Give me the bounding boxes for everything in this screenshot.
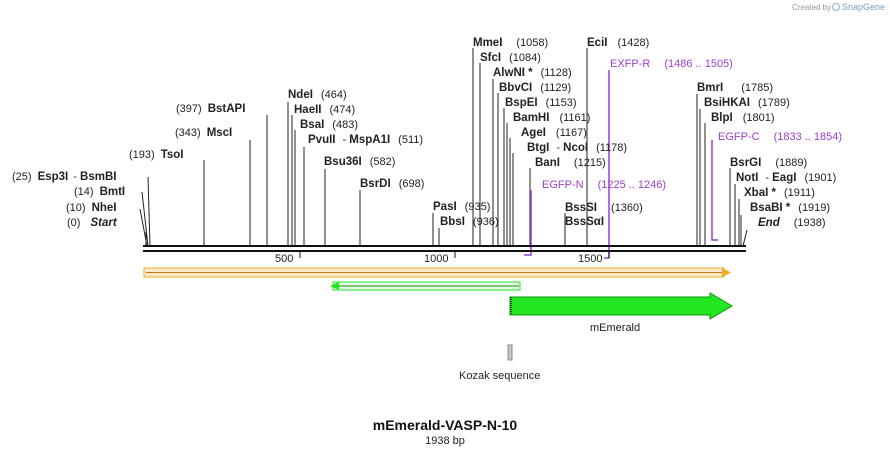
site-bspei: BspEI(1153): [505, 97, 577, 109]
primer-egfp-c: EGFP-C(1833 .. 1854): [718, 131, 842, 143]
site-bstapi: (397)BstAPI: [176, 103, 245, 115]
ruler: 500 1000 1500: [275, 251, 610, 265]
site-labels: (0)Start (10)NheI (14)BmtI (25)Esp3I - B…: [12, 37, 836, 229]
site-ecii: EciI(1428): [587, 37, 649, 49]
memerald-label: mEmerald: [590, 322, 640, 334]
site-bmti: (14)BmtI: [74, 186, 125, 198]
site-nhei: (10)NheI: [66, 202, 116, 214]
snapgene-logo: SnapGene: [831, 2, 885, 12]
site-start: (0)Start: [67, 217, 118, 229]
primer-exfp-r: EXFP-R(1486 .. 1505): [610, 58, 733, 70]
map-length: 1938 bp: [425, 435, 465, 447]
site-bsabi: BsaBI *(1919): [750, 202, 830, 214]
backbone: [143, 245, 746, 252]
primer-egfp-n: EGFP-N(1225 .. 1246): [542, 179, 666, 191]
site-sfci: SfcI(1084): [480, 52, 541, 64]
site-pasi: PasI(935): [433, 201, 490, 213]
site-esp3i: (25)Esp3I - BsmBI: [12, 171, 116, 183]
site-end: End(1938): [758, 217, 826, 229]
site-agei: AgeI(1167): [521, 127, 587, 139]
ruler-tick-1500: 1500: [578, 253, 602, 265]
site-blpi: BlpI(1801): [711, 112, 775, 124]
orf-arrow: [143, 267, 731, 278]
site-pvuii: PvuII - MspA1I(511): [308, 134, 423, 146]
site-msci: (343)MscI: [175, 127, 232, 139]
map-title: mEmerald-VASP-N-10: [373, 417, 518, 433]
site-bbvci: BbvCI(1129): [499, 82, 571, 94]
kozak-label: Kozak sequence: [459, 370, 540, 382]
reverse-orf-arrow: [330, 281, 521, 291]
site-ndei: NdeI(464): [288, 89, 347, 101]
ruler-tick-500: 500: [275, 253, 293, 265]
site-bsssai: BssSαI: [565, 216, 604, 228]
site-alwni: AlwNI *(1128): [493, 67, 572, 79]
egfp-c-primer-mark: [711, 140, 718, 241]
site-bsu36i: Bsu36I(582): [324, 156, 395, 168]
primer-labels: EXFP-R(1486 .. 1505) EGFP-C(1833 .. 1854…: [542, 58, 842, 191]
memerald-feature: mEmerald: [509, 292, 733, 334]
site-bsrdi: BsrDI(698): [360, 178, 424, 190]
site-bmri: BmrI(1785): [697, 82, 773, 94]
site-haeii: HaeII(474): [294, 104, 355, 116]
snapgene-brand: SnapGene: [842, 2, 885, 12]
site-lines: [139, 48, 748, 247]
kozak-feature: Kozak sequence: [459, 344, 540, 382]
site-mmei: MmeI(1058): [473, 37, 548, 49]
site-tsoi: (193)TsoI: [129, 149, 183, 161]
site-bsssi: BssSI(1360): [565, 202, 643, 214]
site-btgi: BtgI - NcoI(1178): [527, 142, 627, 154]
site-bsai: BsaI(483): [300, 119, 358, 131]
site-bsrgi: BsrGI(1889): [730, 157, 807, 169]
site-noti: NotI - EagI(1901): [736, 172, 836, 184]
site-bamhi: BamHI(1161): [513, 112, 590, 124]
egfp-n-primer-mark: [524, 190, 532, 256]
created-by-label: Created by: [792, 3, 831, 12]
site-bani: BanI(1215): [535, 157, 606, 169]
site-bbsi: BbsI(936): [440, 216, 499, 228]
site-xbai: XbaI *(1911): [744, 187, 815, 199]
ruler-tick-1000: 1000: [424, 253, 448, 265]
site-bsihkai: BsiHKAI(1789): [704, 97, 790, 109]
